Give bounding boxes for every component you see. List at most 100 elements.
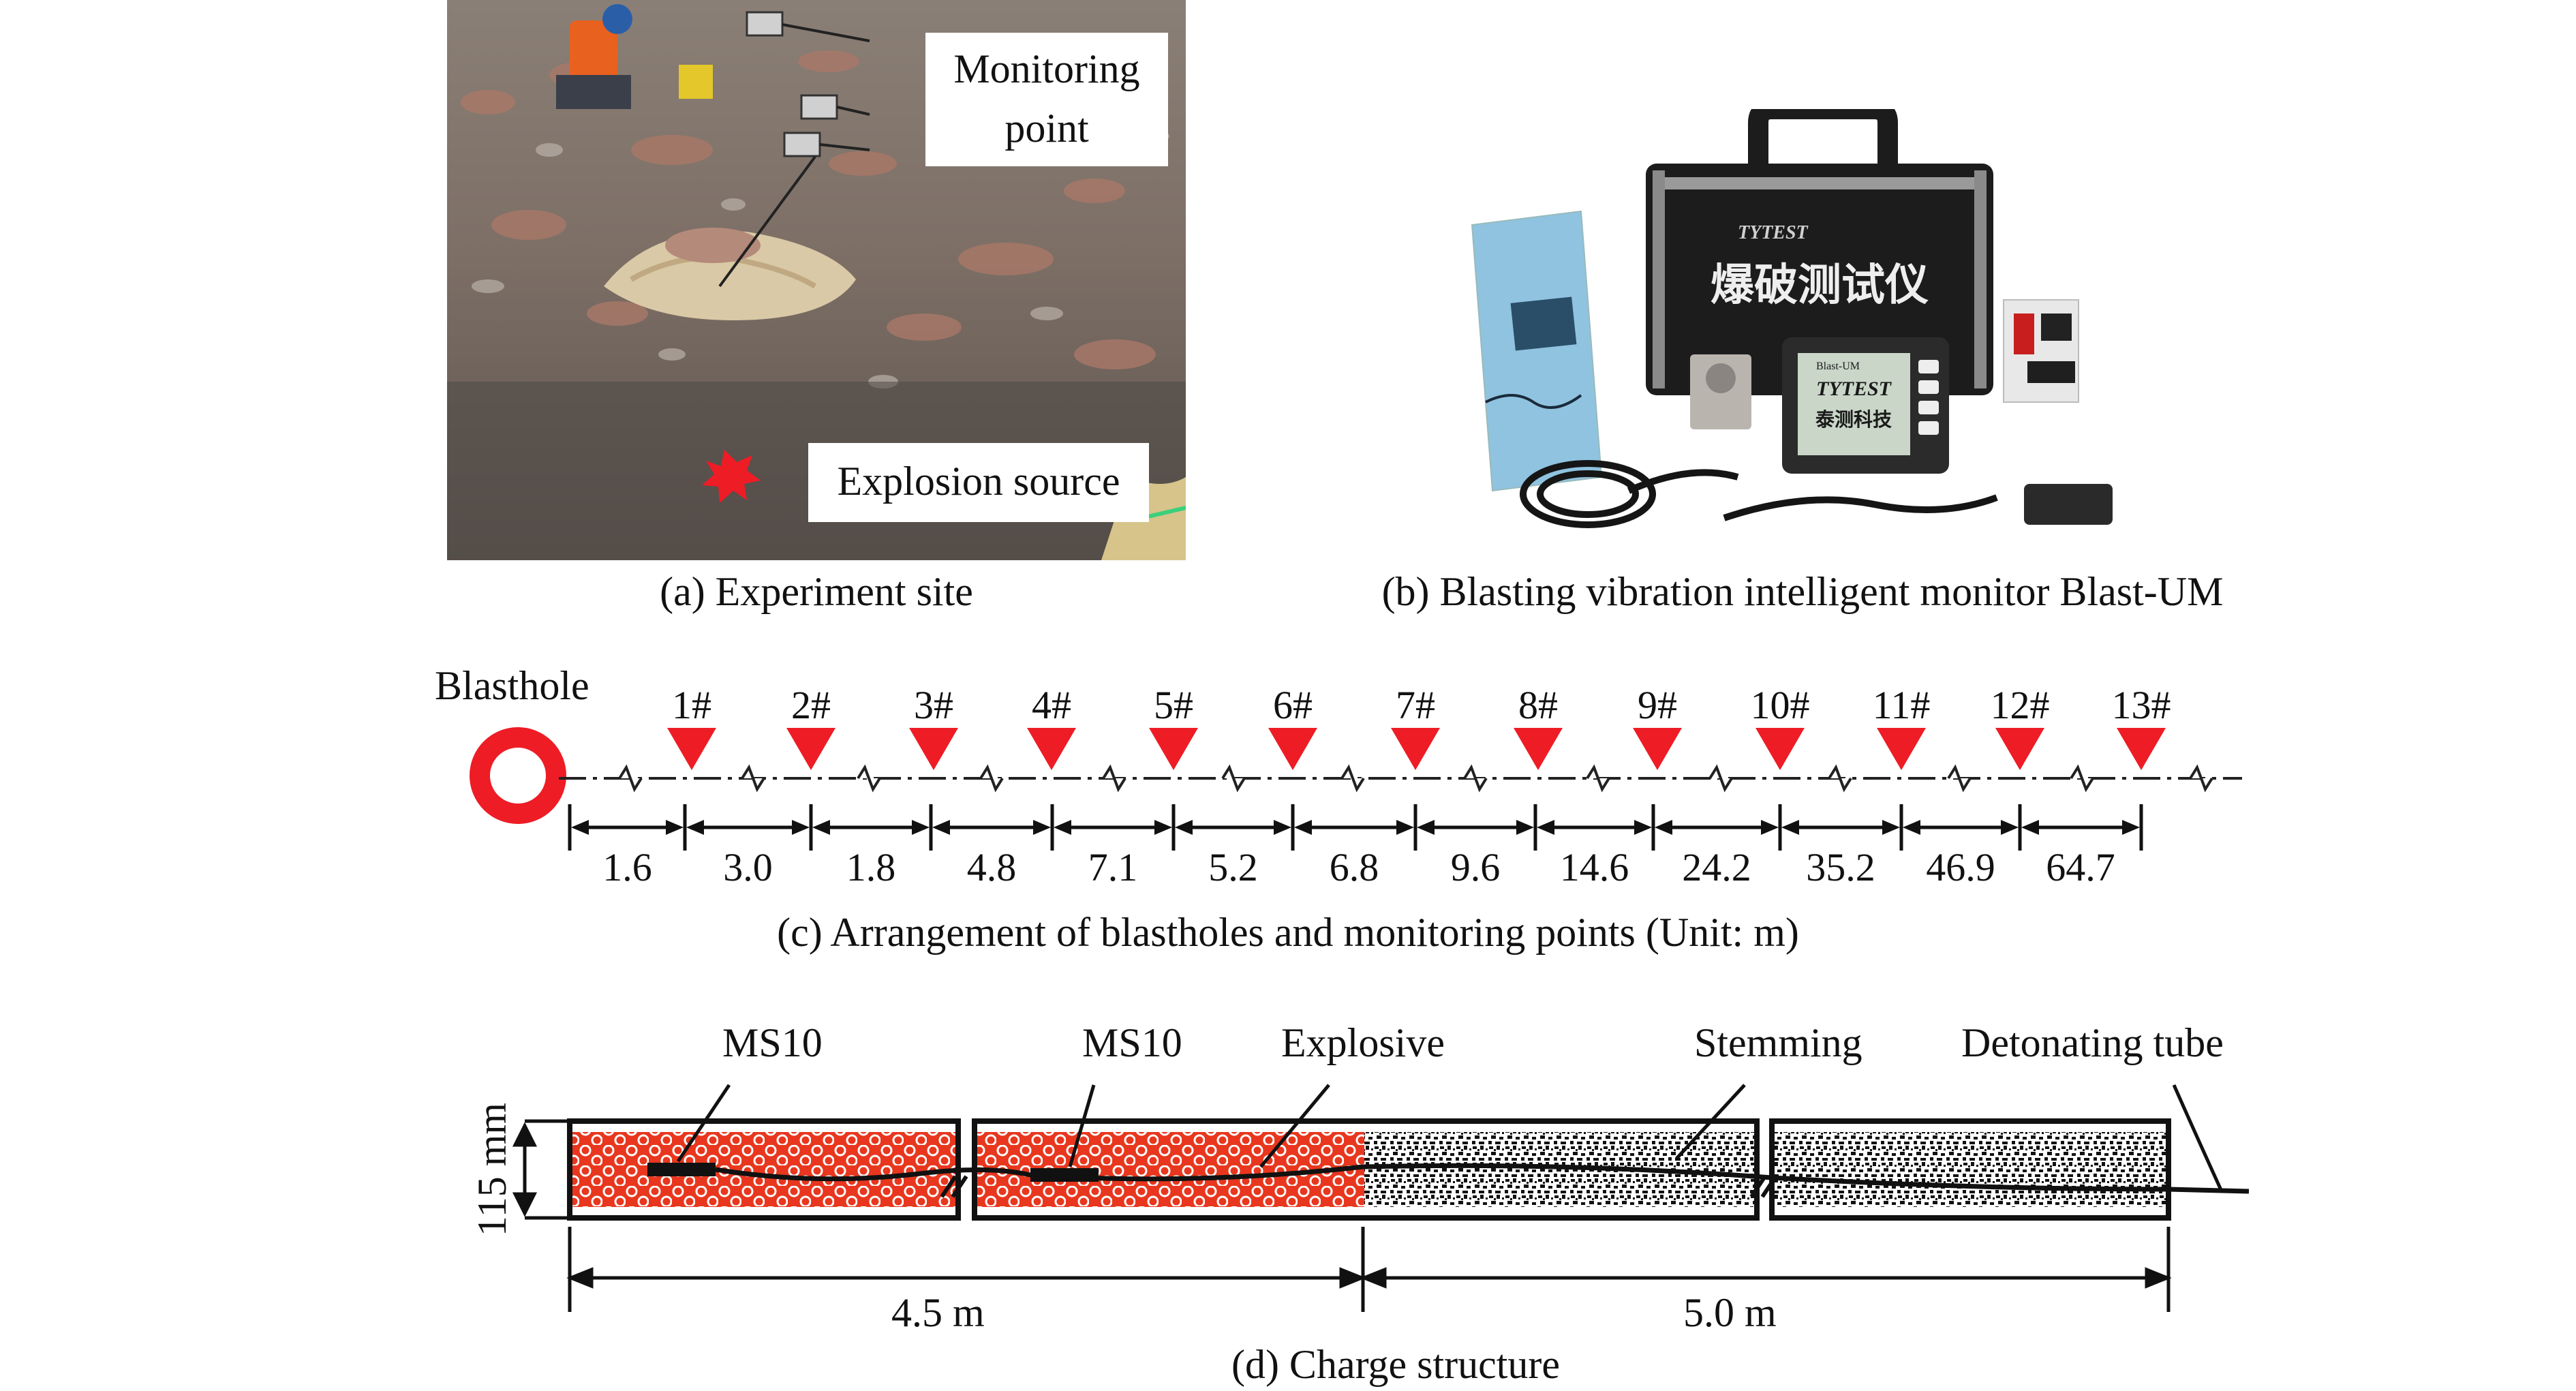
distance-label-10: 24.2: [1682, 845, 1751, 889]
monitoring-point-label-12: 12#: [1990, 683, 2050, 727]
distance-label-9: 14.6: [1559, 845, 1629, 889]
usb-accessories: [2003, 299, 2079, 403]
label-explosive: Explosive: [1281, 1020, 1445, 1065]
dimension-arrow-13: [2021, 820, 2140, 835]
stemming-fill-2: [1775, 1132, 2166, 1207]
distance-label-6: 5.2: [1208, 845, 1258, 889]
distance-label-11: 35.2: [1806, 845, 1875, 889]
callout-monitoring-text: Monitoring point: [953, 46, 1140, 151]
explosion-marker: [702, 450, 761, 503]
monitoring-point-label-5: 5#: [1154, 683, 1193, 727]
line-break-mark: [1708, 764, 1733, 793]
line-break-mark: [1947, 764, 1972, 793]
line-break-mark: [1463, 764, 1488, 793]
monitoring-point-marker-12: [1995, 728, 2044, 770]
manual-booklet: [1471, 210, 1603, 492]
distance-label-13: 64.7: [2046, 845, 2115, 889]
power-adapter: [2024, 484, 2113, 525]
monitoring-point-marker-5: [1149, 728, 1198, 770]
ms10-detonator-1: [647, 1163, 716, 1176]
dimension-arrow-1: [571, 820, 684, 835]
case-brand: TYTEST: [1738, 222, 1809, 243]
dimension-arrow-9: [1537, 820, 1652, 835]
label-length-stemming: 5.0 m: [1683, 1290, 1777, 1335]
monitoring-point-marker-6: [1268, 728, 1317, 770]
label-ms10-1: MS10: [722, 1020, 823, 1065]
line-break-mark: [2189, 764, 2213, 793]
monitoring-point-marker-9: [1633, 728, 1682, 770]
monitoring-point-label-1: 1#: [672, 683, 711, 727]
worker: [556, 4, 632, 109]
monitoring-point-marker-8: [1514, 728, 1563, 770]
monitoring-point-label-11: 11#: [1872, 683, 1931, 727]
device-brand-cn: 泰测科技: [1815, 409, 1892, 431]
dimension-arrow-4: [932, 820, 1051, 835]
monitoring-point-marker-2: [786, 728, 835, 770]
blast-um-device: TYTEST 泰测科技 Blast-UM: [1782, 337, 1949, 474]
callout-monitoring-point: Monitoring point: [925, 33, 1168, 166]
line-break-mark: [618, 764, 643, 793]
monitoring-point-label-9: 9#: [1638, 683, 1677, 727]
borehole-segment-3: [1769, 1118, 2171, 1221]
monitoring-point-label-6: 6#: [1273, 683, 1313, 727]
label-ms10-2: MS10: [1082, 1020, 1182, 1065]
monitoring-point-label-8: 8#: [1518, 683, 1558, 727]
caption-d: (d) Charge structure: [1231, 1342, 1561, 1387]
caption-b: (b) Blasting vibration intelligent monit…: [1381, 569, 2224, 614]
dimension-arrow-11: [1781, 820, 1900, 835]
detonating-tube-line: [715, 1163, 2250, 1194]
line-break-mark: [1102, 764, 1126, 793]
callout-explosion-text: Explosion source: [837, 459, 1120, 504]
distance-label-1: 1.6: [602, 845, 652, 889]
line-break-mark: [979, 764, 1004, 793]
distance-label-8: 9.6: [1450, 845, 1501, 889]
monitoring-point-marker-1: [667, 728, 716, 770]
caption-a: (a) Experiment site: [660, 569, 973, 614]
blasthole-ring: [470, 727, 566, 824]
monitor-photo-drawing: 爆破测试仪 TYTEST TYTEST 泰测科技 Blast-UM: [1471, 109, 2113, 528]
line-break-mark: [2070, 764, 2094, 793]
monitoring-point-marker-11: [1877, 728, 1926, 770]
distance-label-4: 4.8: [966, 845, 1017, 889]
line-break-mark: [1586, 764, 1610, 793]
line-break-mark: [741, 764, 765, 793]
dimension-arrow-6: [1175, 820, 1291, 835]
dimension-arrow-3: [812, 820, 930, 835]
distance-label-3: 1.8: [846, 845, 896, 889]
line-break-mark: [1221, 764, 1246, 793]
line-break-mark: [857, 764, 881, 793]
caption-c: (c) Arrangement of blastholes and monito…: [777, 910, 1799, 955]
blasthole-label: Blasthole: [435, 663, 589, 708]
device-brand: TYTEST: [1816, 378, 1892, 400]
dimension-arrow-12: [1903, 820, 2019, 835]
label-stemming: Stemming: [1694, 1020, 1862, 1065]
callout-explosion-source: Explosion source: [808, 443, 1149, 522]
monitoring-point-label-3: 3#: [914, 683, 953, 727]
monitoring-point-marker-3: [909, 728, 958, 770]
explosive-fill-1: [572, 1132, 955, 1207]
monitoring-point-label-7: 7#: [1396, 683, 1435, 727]
monitoring-point-label-2: 2#: [791, 683, 831, 727]
label-diameter: 115 mm: [470, 1102, 515, 1237]
line-break-mark: [1828, 764, 1852, 793]
experiment-site-photo: Monitoring point Explosion source: [447, 0, 1186, 560]
case-label: 爆破测试仪: [1711, 261, 1929, 309]
distance-label-12: 46.9: [1926, 845, 1995, 889]
dimension-arrow-5: [1054, 820, 1172, 835]
dimension-arrow-10: [1655, 820, 1779, 835]
arrangement-diagram: [470, 727, 2242, 851]
monitoring-point-marker-4: [1027, 728, 1076, 770]
distance-label-2: 3.0: [723, 845, 773, 889]
sensor: [1690, 354, 1751, 429]
monitoring-point-label-13: 13#: [2111, 683, 2171, 727]
line-break-mark: [1340, 764, 1365, 793]
monitoring-point-label-10: 10#: [1750, 683, 1810, 727]
monitoring-point-marker-10: [1755, 728, 1805, 770]
distance-label-7: 6.8: [1329, 845, 1379, 889]
label-length-charge: 4.5 m: [891, 1290, 985, 1335]
label-detonating-tube: Detonating tube: [1961, 1020, 2224, 1065]
monitoring-point-marker-13: [2117, 728, 2166, 770]
distance-label-5: 7.1: [1088, 845, 1138, 889]
monitor-photo: 爆破测试仪 TYTEST TYTEST 泰测科技 Blast-UM: [1465, 109, 2147, 553]
